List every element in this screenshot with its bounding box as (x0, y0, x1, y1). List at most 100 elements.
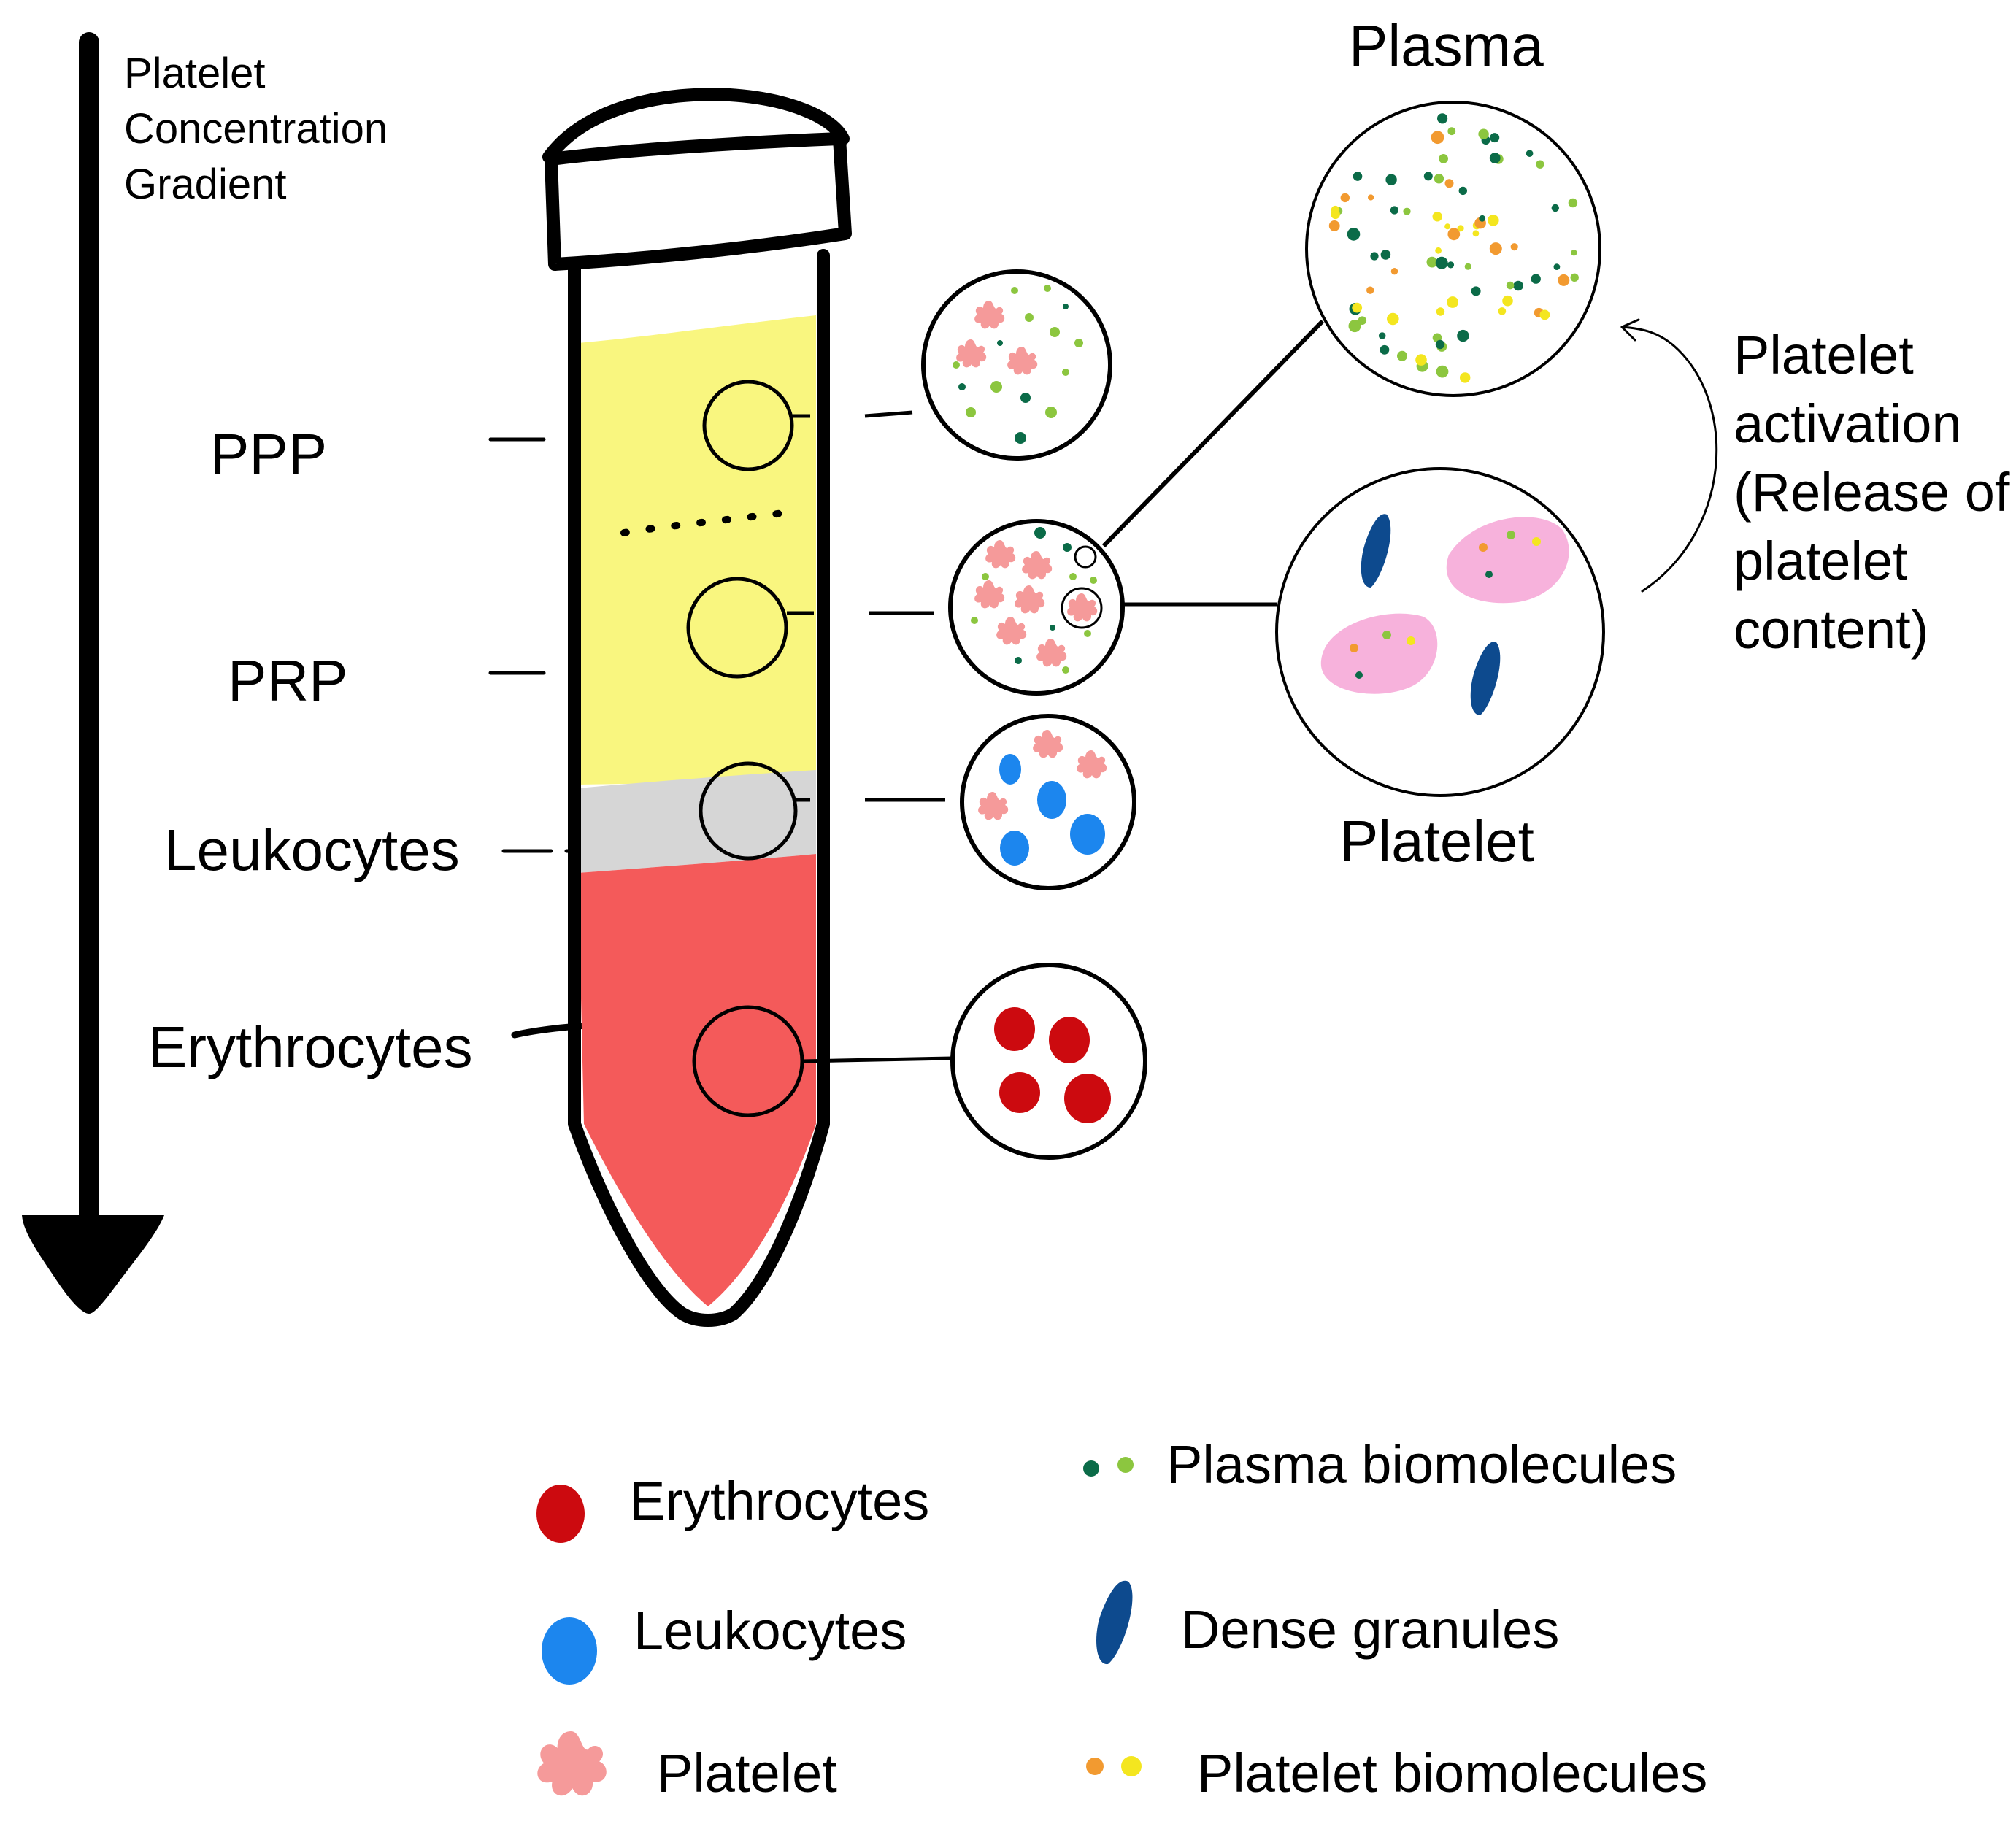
biomolecule-dot (1498, 307, 1507, 315)
activation-arrow (1620, 318, 1718, 593)
biomolecule-dot (1352, 302, 1363, 313)
biomolecule-dot (1506, 281, 1515, 290)
biomolecule-dot (1536, 160, 1544, 169)
biomolecule-dot (1553, 263, 1561, 270)
label-leukocytes: Leukocytes (164, 817, 460, 882)
dense-granule-legend-icon (1096, 1580, 1133, 1665)
biomolecule-dot (1348, 320, 1361, 333)
erythrocyte-legend-icon (536, 1485, 585, 1543)
biomolecule-dot (1434, 174, 1444, 184)
platelet-biomolecule-legend-icon (1121, 1756, 1142, 1776)
plasma-zoom-circle (1305, 101, 1601, 397)
biomolecule-dot (1387, 312, 1399, 326)
biomolecule-dot (1558, 274, 1570, 286)
zoom-connectors (787, 319, 1325, 1063)
biomolecule-dot (1390, 268, 1398, 275)
biomolecule-dot (1435, 256, 1448, 269)
biomolecule-dot (1479, 215, 1486, 222)
biomolecule-dot (1378, 332, 1386, 339)
biomolecule-dot (1571, 250, 1577, 256)
biomolecule-dot (1380, 344, 1390, 355)
zoom-circle-prp (948, 519, 1125, 696)
biomolecule-dot (1447, 228, 1461, 241)
biomolecule-dot (1436, 307, 1445, 316)
biomolecule-dot (1447, 296, 1458, 308)
test-tube (542, 88, 852, 1327)
biomolecule-dot (1328, 220, 1340, 231)
legend-platelet-biomolecules-label: Platelet biomolecules (1197, 1743, 1707, 1803)
dense-granule (1470, 642, 1501, 715)
biomolecule-dot (1447, 127, 1456, 136)
biomolecule-dot (1331, 205, 1340, 215)
buffy-coat-layer (578, 770, 816, 873)
biomolecule-dot (1403, 207, 1411, 215)
biomolecule-dot (1539, 309, 1550, 320)
biomolecule-dot (1570, 273, 1579, 282)
platelet-legend-icon (537, 1731, 607, 1796)
biomolecule-dot (1436, 365, 1449, 378)
biomolecule-dot (1444, 223, 1451, 230)
gradient-arrow (22, 32, 164, 1314)
biomolecule-dot (1423, 172, 1433, 181)
biomolecule-dot (1551, 204, 1559, 212)
biomolecule-dot (1490, 133, 1500, 143)
biomolecule-dot (1460, 372, 1471, 383)
biomolecule-dot (1513, 280, 1523, 291)
biomolecule-dot (1390, 206, 1398, 215)
arrow-head-icon (22, 1215, 164, 1314)
zoom-circle-ppp (921, 269, 1112, 461)
biomolecule-dot (1510, 243, 1518, 251)
biomolecule-dot (1426, 256, 1438, 268)
zoom-circle-leukocytes (960, 714, 1136, 890)
biomolecule-dot (1370, 252, 1379, 261)
zoom-circle-erythrocytes (950, 963, 1147, 1160)
label-ppp: PPP (210, 422, 327, 487)
biomolecule-dot (1368, 194, 1374, 201)
biomolecule-dot (1340, 193, 1350, 203)
platelet-title: Platelet (1339, 809, 1534, 874)
plasma-biomolecule-legend-icon (1083, 1460, 1099, 1477)
biomolecule-dot (1358, 316, 1367, 326)
legend-plasma-biomolecules-label: Plasma biomolecules (1166, 1434, 1677, 1495)
biomolecule-dot (1472, 230, 1480, 237)
prp-layer (578, 533, 816, 785)
legend-dense-granules-label: Dense granules (1181, 1599, 1559, 1660)
biomolecule-dot (1397, 350, 1407, 361)
biomolecule-dot (1526, 150, 1534, 157)
biomolecule-dot (1415, 354, 1427, 366)
label-prp: PRP (228, 648, 348, 713)
biomolecule-dot (1531, 274, 1541, 284)
ppp-layer (578, 315, 816, 533)
gradient-label: Platelet Concentration Gradient (124, 50, 399, 208)
biomolecule-dot (1347, 228, 1361, 241)
biomolecule-dot (1444, 179, 1454, 188)
biomolecule-dot (1478, 128, 1489, 139)
biomolecule-dot (1437, 113, 1448, 124)
platelet-biomolecule-legend-icon (1086, 1758, 1104, 1775)
biomolecule-dot (1489, 153, 1501, 163)
label-erythrocytes: Erythrocytes (148, 1015, 473, 1079)
biomolecule-dot (1458, 186, 1468, 196)
biomolecule-dot (1568, 198, 1578, 208)
biomolecule-dot (1464, 263, 1471, 270)
biomolecule-dot (1439, 154, 1448, 163)
plasma-biomolecule-legend-icon (1117, 1457, 1134, 1473)
sample-markers (686, 380, 804, 1117)
biomolecule-dot (1366, 286, 1374, 294)
biomolecule-dot (1457, 329, 1469, 342)
legend-erythrocytes-label: Erythrocytes (629, 1471, 929, 1531)
leukocyte-legend-icon (542, 1617, 597, 1685)
legend-platelet-label: Platelet (657, 1743, 837, 1803)
plasma-title: Plasma (1349, 13, 1544, 78)
biomolecule-dot (1502, 295, 1513, 307)
activation-label: Platelet activation (Release of platelet… (1734, 325, 2016, 660)
biomolecule-dot (1353, 172, 1363, 181)
biomolecule-dot (1385, 174, 1397, 185)
biomolecule-dot (1457, 225, 1464, 232)
biomolecule-dot (1380, 250, 1391, 260)
biomolecule-dot (1489, 242, 1502, 255)
platelet-zoom-circle (1275, 467, 1605, 797)
biomolecule-dot (1488, 215, 1499, 226)
dense-granule (1361, 514, 1391, 588)
